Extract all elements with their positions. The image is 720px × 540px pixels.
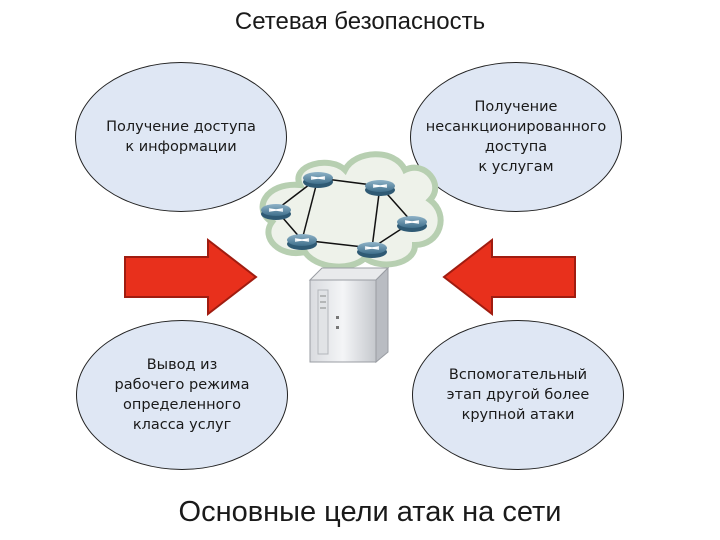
- router-icon: [261, 172, 427, 258]
- arrow-right-icon: [124, 237, 258, 317]
- goal-ellipse-unauthorized-services: Получение несанкционированного доступа к…: [410, 62, 622, 212]
- goal-ellipse-auxiliary-stage: Вспомогательный этап другой более крупно…: [412, 320, 624, 470]
- server-icon: [308, 266, 390, 364]
- diagram-title: Сетевая безопасность: [234, 8, 486, 35]
- diagram-subtitle: Основные цели атак на сети: [178, 496, 562, 528]
- goal-ellipse-access-info: Получение доступа к информации: [75, 62, 287, 212]
- goal-ellipse-denial-of-service: Вывод из рабочего режима определенного к…: [76, 320, 288, 470]
- arrow-left-icon: [442, 237, 576, 317]
